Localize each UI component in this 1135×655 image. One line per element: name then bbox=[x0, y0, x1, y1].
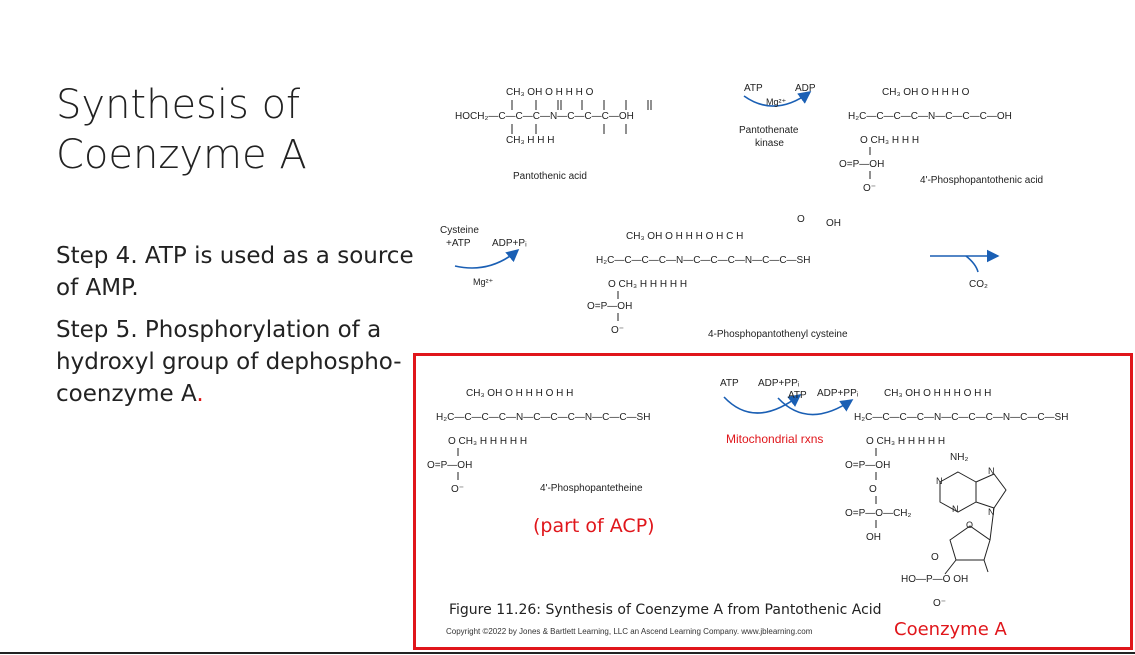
svg-text:CH₃ OH O H H H O: CH₃ OH O H H H O bbox=[506, 87, 594, 98]
svg-text:O: O bbox=[869, 484, 877, 495]
decarboxylation-arrow: CO₂ bbox=[930, 249, 1000, 290]
svg-text:O CH₃ H H H: O CH₃ H H H bbox=[860, 135, 919, 146]
svg-text:CH₃ OH O H H H O: CH₃ OH O H H H O bbox=[882, 87, 970, 98]
svg-text:O: O bbox=[931, 552, 939, 563]
step-5-label: Step 5 bbox=[56, 317, 131, 343]
co2-label: CO₂ bbox=[969, 279, 988, 290]
adp-ppi-label-1: ADP+PPᵢ bbox=[758, 378, 800, 389]
svg-text:N: N bbox=[936, 476, 943, 486]
mg-label-1: Mg²⁺ bbox=[766, 97, 786, 107]
coenzyme-a-label: Coenzyme A bbox=[894, 619, 1007, 640]
svg-text:O=P—OH: O=P—OH bbox=[587, 301, 632, 312]
svg-text:H₂C—C—C—C—N—C—C—C—N—C—C—SH: H₂C—C—C—C—N—C—C—C—N—C—C—SH bbox=[854, 412, 1068, 423]
mg-label-2: Mg²⁺ bbox=[473, 277, 493, 287]
svg-text:CH₃ OH O H H H O: CH₃ OH O H H H O H H bbox=[884, 388, 991, 399]
title-line-1: Synthesis of bbox=[56, 82, 301, 128]
atp-label-3: ATP bbox=[788, 390, 807, 401]
svg-text:H₂C—C—C—C—N—C—C—C—N—C—C—SH: H₂C—C—C—C—N—C—C—C—N—C—C—SH bbox=[436, 412, 650, 423]
svg-text:O=P—OH: O=P—OH bbox=[427, 460, 472, 471]
copyright-notice: Copyright ©2022 by Jones & Bartlett Lear… bbox=[446, 627, 813, 636]
bottom-divider bbox=[0, 652, 1135, 654]
adp-label-1: ADP bbox=[795, 83, 816, 94]
svg-text:O⁻: O⁻ bbox=[863, 183, 876, 194]
adp-ppi-label-2: ADP+PPᵢ bbox=[817, 388, 859, 399]
part-of-acp-label: (part of ACP) bbox=[533, 515, 655, 537]
kinase-label-line1: Pantothenate bbox=[739, 125, 799, 136]
svg-text:HO—P—O OH: HO—P—O OH bbox=[901, 574, 968, 585]
svg-text:O⁻: O⁻ bbox=[933, 598, 946, 609]
highlight-box bbox=[413, 353, 1133, 650]
svg-text:O CH₃ H H H: O CH₃ H H H H H bbox=[448, 436, 527, 447]
pantothenic-acid-label: Pantothenic acid bbox=[513, 171, 587, 182]
svg-text:O⁻: O⁻ bbox=[611, 325, 624, 336]
svg-text:O CH₃ H H H: O CH₃ H H H H H bbox=[608, 279, 687, 290]
plus-atp-label: +ATP bbox=[446, 238, 471, 249]
cysteine-label: Cysteine bbox=[440, 225, 479, 236]
mitochondrial-arrows: ATP ADP+PPᵢ ATP ADP+PPᵢ bbox=[720, 378, 859, 416]
svg-text:N: N bbox=[988, 466, 995, 476]
pantothenate-kinase-arrow: ATP ADP Mg²⁺ Pantothenate kinase bbox=[739, 83, 816, 149]
svg-text:O=P—O—CH₂: O=P—O—CH₂ bbox=[845, 508, 912, 519]
svg-text:O: O bbox=[966, 520, 973, 530]
adp-pi-label: ADP+Pᵢ bbox=[492, 238, 527, 249]
title-line-2: Coenzyme A bbox=[56, 132, 307, 178]
svg-text:OH: OH bbox=[826, 218, 841, 229]
svg-text:NH₂: NH₂ bbox=[950, 452, 968, 463]
atp-label-2: ATP bbox=[720, 378, 739, 389]
mitochondrial-rxns-label: Mitochondrial rxns bbox=[726, 432, 824, 446]
step-5-text: Step 5. Phosphorylation of a hydroxyl gr… bbox=[56, 314, 416, 410]
phosphopantothenyl-cysteine-label: 4-Phosphopantothenyl cysteine bbox=[708, 329, 848, 340]
phosphopantothenic-acid-structure: CH₃ OH O H H H O H₂C—C—C—C—N—C—C—C—OH O … bbox=[839, 87, 1012, 194]
step-4-label: Step 4 bbox=[56, 243, 131, 269]
svg-text:O: O bbox=[797, 214, 805, 225]
phosphopantothenic-acid-label: 4'-Phosphopantothenic acid bbox=[920, 175, 1043, 186]
svg-text:O=P—OH: O=P—OH bbox=[845, 460, 890, 471]
svg-text:HOCH₂—C—C—C—N—C—C—C—OH: HOCH₂—C—C—C—N—C—C—C—OH bbox=[455, 111, 634, 122]
svg-text:O=P—OH: O=P—OH bbox=[839, 159, 884, 170]
svg-text:H₂C—C—C—C—N—C—C—C—OH: H₂C—C—C—C—N—C—C—C—OH bbox=[848, 111, 1012, 122]
step-5-period: . bbox=[196, 381, 204, 407]
figure-caption: Figure 11.26: Synthesis of Coenzyme A fr… bbox=[449, 602, 882, 618]
step-5-description: . Phosphorylation of a hydroxyl group of… bbox=[56, 317, 402, 407]
svg-text:CH₃ OH O H H H O: CH₃ OH O H H H O H H bbox=[466, 388, 573, 399]
svg-text:OH: OH bbox=[866, 532, 881, 543]
cysteine-addition-arrow: Cysteine +ATP ADP+Pᵢ Mg²⁺ bbox=[440, 225, 527, 287]
atp-label-1: ATP bbox=[744, 83, 763, 94]
svg-text:CH₃ OH O H H H O: CH₃ OH O H H H O H C H bbox=[626, 231, 743, 242]
phosphopantothenyl-cysteine-structure: O OH CH₃ OH O H H H O H C H H₂C—C—C—C—N—… bbox=[587, 214, 841, 336]
svg-text:O⁻: O⁻ bbox=[451, 484, 464, 495]
step-4-text: Step 4. ATP is used as a source of AMP. bbox=[56, 240, 416, 304]
svg-text:N: N bbox=[988, 507, 995, 517]
kinase-label-line2: kinase bbox=[755, 138, 784, 149]
phosphopantetheine-structure: CH₃ OH O H H H O H H H₂C—C—C—C—N—C—C—C—N… bbox=[427, 388, 650, 495]
svg-text:H₂C—C—C—C—N—C—C—C—N—C—C—SH: H₂C—C—C—C—N—C—C—C—N—C—C—SH bbox=[596, 255, 810, 266]
bond-lines bbox=[457, 147, 877, 528]
step-4-description: . ATP is used as a source of AMP. bbox=[56, 243, 414, 301]
slide-title: Synthesis of Coenzyme A bbox=[56, 80, 307, 180]
pantothenic-acid-structure: CH₃ OH O H H H O HOCH₂—C—C—C—N—C—C—C—OH … bbox=[455, 87, 652, 146]
svg-text:N: N bbox=[952, 504, 959, 514]
svg-text:CH₃ H H H: CH₃ H H H bbox=[506, 135, 555, 146]
coenzyme-a-structure: CH₃ OH O H H H O H H H₂C—C—C—C—N—C—C—C—N… bbox=[845, 388, 1068, 609]
svg-text:O CH₃ H H H: O CH₃ H H H H H bbox=[866, 436, 945, 447]
phosphopantetheine-label: 4'-Phosphopantetheine bbox=[540, 483, 643, 494]
